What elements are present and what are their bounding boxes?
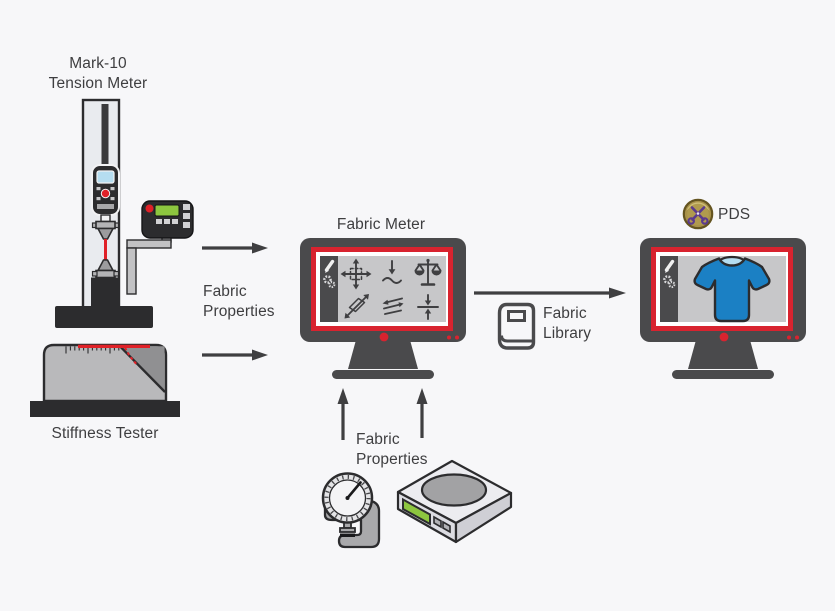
arrow-meter-to-pds: [474, 287, 626, 299]
monitor-logo-dot: [379, 332, 389, 342]
book-icon: [497, 302, 536, 350]
tension-base: [55, 306, 153, 328]
gears-icon: [323, 275, 336, 289]
fabric-library-line2: Library: [543, 325, 592, 342]
drape-slip-lines-icon: [382, 297, 404, 315]
scale-button: [442, 520, 451, 534]
balance-scale-icon: [414, 258, 442, 286]
fabric-library-line1: Fabric: [543, 305, 587, 322]
stiffness-tester-illustration: [30, 343, 180, 417]
control-panel-arm: [126, 232, 172, 295]
monitor-stand-base: [672, 370, 774, 379]
fabric-properties-bottom-line2: Properties: [356, 451, 428, 468]
force-gauge-screen: [96, 170, 115, 184]
thickness-gap-arrows-icon: [417, 294, 439, 320]
scale-side: [454, 491, 513, 544]
control-panel: [141, 200, 194, 239]
monitor-indicator-dot: [455, 335, 459, 340]
fabric-properties-left-label: Fabric Properties: [203, 282, 275, 322]
grips-and-sample: [91, 214, 120, 279]
scale-platter: [420, 473, 488, 507]
control-panel-power-light: [145, 204, 154, 213]
tension-rod: [101, 104, 109, 170]
fabric-properties-left-line2: Properties: [203, 303, 275, 320]
pds-label: PDS: [718, 206, 751, 223]
fabric-properties-bottom-line1: Fabric: [356, 431, 400, 448]
force-gauge-button: [100, 188, 111, 199]
fabric-properties-bottom-label: Fabric Properties: [356, 430, 428, 470]
fabric-meter-monitor: [300, 238, 466, 379]
thickness-gauge-illustration: [321, 472, 381, 549]
tension-meter-label-line2: Tension Meter: [48, 75, 148, 92]
gears-icon: [663, 275, 676, 289]
gauge-ticks: [324, 475, 371, 521]
gauge-anvil: [340, 533, 355, 537]
gauge-needle: [346, 481, 362, 500]
tension-meter-label-line1: Mark-10: [69, 55, 127, 72]
shear-diagonal-arrow-icon: [344, 294, 369, 319]
pencil-icon: [664, 259, 675, 273]
pds-monitor: [640, 238, 806, 379]
force-gauge: [91, 164, 120, 216]
arrow-stiffness-to-meter: [202, 349, 268, 361]
scale-display: [402, 497, 431, 526]
fabric-properties-left-line1: Fabric: [203, 283, 247, 300]
stiffness-tester-label: Stiffness Tester: [51, 425, 159, 442]
fabric-meter-title: Fabric Meter: [336, 216, 426, 233]
monitor-indicator-dot: [447, 335, 451, 340]
control-panel-display: [154, 204, 180, 217]
arrow-tension-to-meter: [202, 242, 268, 254]
tension-meter-illustration: [55, 98, 194, 328]
digital-scale-illustration: [396, 459, 513, 544]
t-shirt-icon: [693, 255, 771, 323]
fabric-library-label: Fabric Library: [543, 304, 591, 344]
stiffness-bend-curve: [124, 347, 139, 367]
app-sidebar: [660, 256, 678, 322]
expand-arrows-icon: [340, 258, 372, 290]
monitor-stand: [348, 340, 418, 369]
monitor-indicator-dot: [795, 335, 799, 340]
monitor-logo-dot: [719, 332, 729, 342]
app-sidebar: [320, 256, 338, 322]
monitor-stand: [688, 340, 758, 369]
scale-button: [433, 515, 442, 529]
tension-lower-block: [91, 277, 120, 307]
monitor-indicator-dot: [787, 335, 791, 340]
pencil-icon: [324, 259, 335, 273]
tension-meter-label: Mark-10 Tension Meter: [18, 54, 178, 94]
scissors-coin-icon: [682, 198, 714, 230]
arrow-scale-to-meter: [416, 388, 428, 438]
gauge-foot: [339, 527, 356, 533]
monitor-stand-base: [332, 370, 434, 379]
stiffness-base: [30, 401, 180, 417]
arrow-gauge-to-meter: [337, 388, 349, 440]
compression-arrow-wave-icon: [382, 260, 402, 284]
